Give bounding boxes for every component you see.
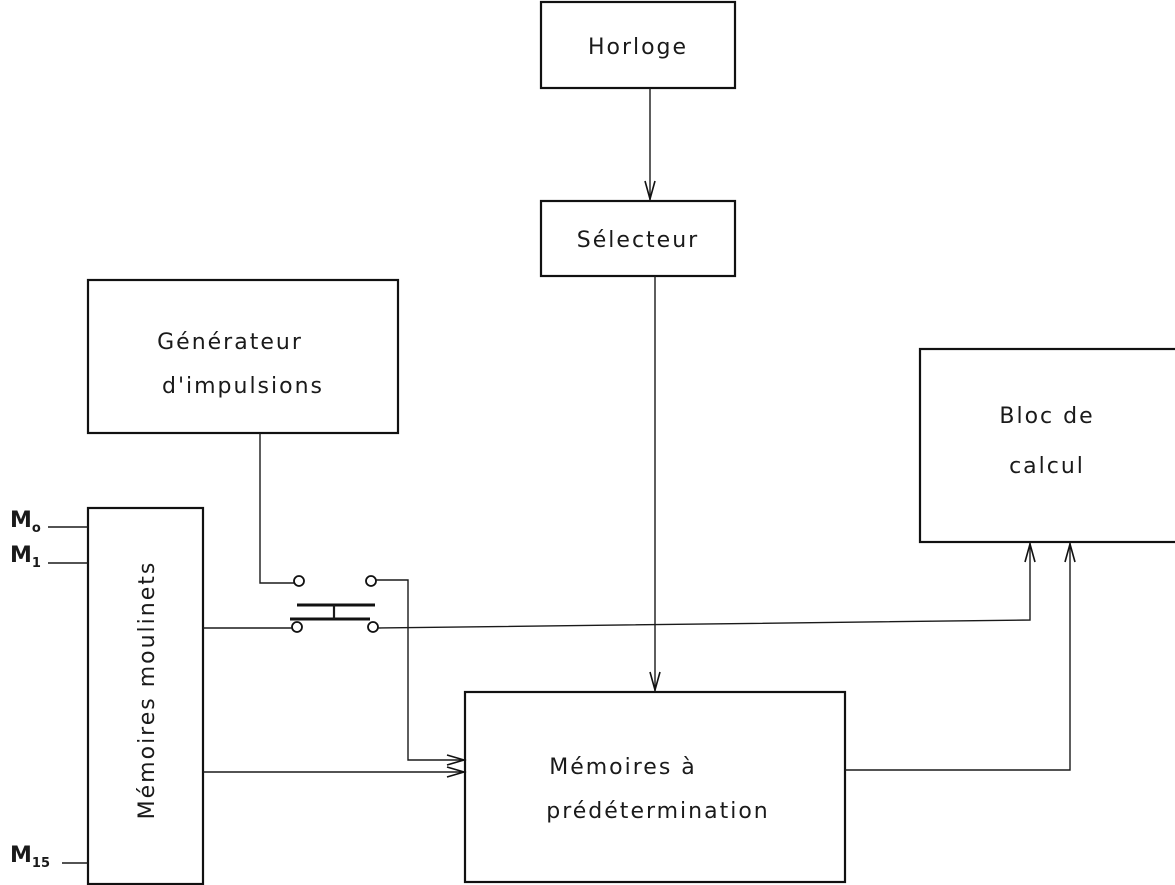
- connector-memoires-calcul: [845, 541, 1076, 771]
- input-m0: Mo: [10, 508, 88, 536]
- horloge-label: Horloge: [588, 35, 688, 60]
- bloc-calcul-block: Bloc de calcul: [918, 347, 1175, 544]
- input-m15-label: M15: [10, 843, 50, 871]
- input-m0-label: Mo: [10, 508, 41, 536]
- generateur-label-line1: Générateur: [157, 330, 303, 355]
- horloge-block: Horloge: [539, 0, 737, 90]
- memoires-predetermination-block: Mémoires à prédétermination: [463, 690, 847, 884]
- memoires-moulinets-label: Mémoires moulinets: [135, 561, 160, 820]
- memoires-moulinets-block: Mémoires moulinets: [86, 506, 205, 885]
- bloc-calcul-label-line1: Bloc de: [999, 404, 1094, 429]
- input-m15: M15: [10, 843, 88, 871]
- memoires-predet-label-line1: Mémoires à: [549, 755, 697, 780]
- selecteur-label: Sélecteur: [577, 228, 699, 253]
- connector-moulinets-calcul: [203, 541, 1036, 629]
- connector-moulinets-memoires: [203, 766, 467, 778]
- generateur-impulsions-block: Générateur d'impulsions: [86, 278, 400, 435]
- switch-contact: [290, 575, 379, 633]
- selecteur-block: Sélecteur: [539, 199, 737, 278]
- connector-horloge-selecteur: [644, 88, 656, 202]
- connector-switch-memoires: [376, 579, 467, 766]
- input-m1: M1: [10, 543, 88, 571]
- bloc-calcul-label-line2: calcul: [1009, 454, 1085, 479]
- generateur-label-line2: d'impulsions: [162, 374, 324, 399]
- connector-generateur-switch: [259, 433, 295, 584]
- connector-selecteur-memoires: [649, 276, 661, 693]
- memoires-predet-label-line2: prédétermination: [546, 799, 770, 824]
- input-m1-label: M1: [10, 543, 41, 571]
